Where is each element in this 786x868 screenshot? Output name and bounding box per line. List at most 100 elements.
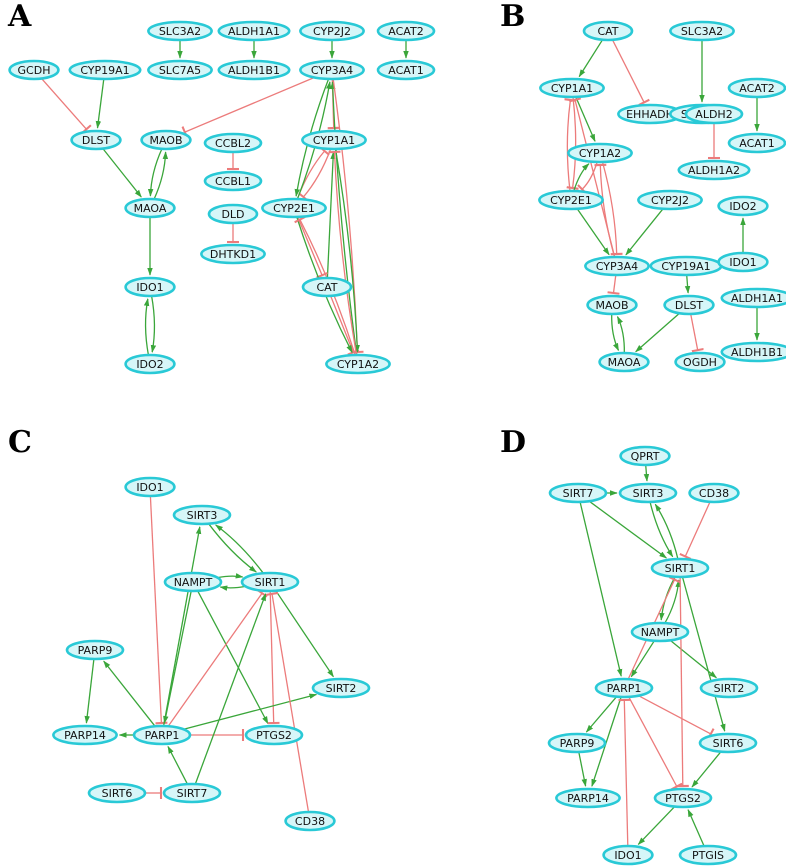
node-label: SIRT1 xyxy=(665,562,696,575)
edge-b-cat-to-cyp1a1 xyxy=(578,39,604,78)
node-ellipse xyxy=(68,59,142,81)
edge-d-ptgs2-to-ido1 xyxy=(637,806,676,845)
node-ellipse xyxy=(674,351,726,373)
edge-c-nampt-to-parp1 xyxy=(163,590,192,724)
node-ellipse xyxy=(698,732,758,754)
edge-b-cyp1a2-to-cyp2e1 xyxy=(577,161,598,195)
edge-d-parp1-to-parp9 xyxy=(585,696,618,733)
edge-d-sirt6-to-ptgs2 xyxy=(691,751,722,788)
edge-a-cyp19a1-to-dlst xyxy=(95,78,105,129)
node-ellipse xyxy=(684,103,744,125)
node-label: CYP2E1 xyxy=(550,194,592,207)
edge-b-maob-to-maoa xyxy=(611,313,620,352)
node-label: CYP1A2 xyxy=(337,358,379,371)
edge-c-parp1-to-sirt1 xyxy=(167,588,268,727)
node-ellipse xyxy=(594,677,654,699)
node-ellipse xyxy=(663,294,715,316)
edge-d-parp1-to-sirt6 xyxy=(638,695,715,740)
node-ellipse xyxy=(582,20,634,42)
edge-c-sirt3-to-sirt1 xyxy=(208,523,257,573)
node-c-sirt1: SIRT1 xyxy=(240,571,300,593)
node-c-ido1: IDO1 xyxy=(124,476,176,498)
node-d-sirt2: SIRT2 xyxy=(699,677,759,699)
panel-label-d: D xyxy=(500,425,526,460)
node-label: GCDH xyxy=(18,64,51,77)
node-ellipse xyxy=(602,844,654,866)
node-ellipse xyxy=(619,445,671,467)
node-ellipse xyxy=(8,59,60,81)
edge-c-sirt7-to-sirt1 xyxy=(194,593,267,785)
edge-b-cyp3a4-to-cyp1a2 xyxy=(594,163,616,258)
edge-d-ido1-to-parp1 xyxy=(618,698,631,847)
node-label: NAMPT xyxy=(174,576,213,589)
node-a-ido1: IDO1 xyxy=(124,276,176,298)
node-label: ALDH1A2 xyxy=(688,164,740,177)
edge-a-cat-to-cyp1a1 xyxy=(326,151,336,279)
edge-b-cyp19a1-to-dlst xyxy=(684,274,691,294)
node-label: MAOB xyxy=(149,134,182,147)
node-ellipse xyxy=(376,20,436,42)
edge-a-cyp3a4-to-maob xyxy=(181,76,315,139)
edge-c-nampt-to-ptgs2 xyxy=(197,590,269,725)
node-a-dlst: DLST xyxy=(70,129,122,151)
node-d-sirt7: SIRT7 xyxy=(548,482,608,504)
node-label: PARP1 xyxy=(607,682,642,695)
node-ellipse xyxy=(284,810,336,832)
node-label: DLD xyxy=(221,208,244,221)
node-ellipse xyxy=(217,59,291,81)
node-label: MAOA xyxy=(608,356,641,369)
node-b-ido1: IDO1 xyxy=(717,251,769,273)
edge-b-cyp2j2-to-cyp3a4 xyxy=(625,208,664,256)
node-b-cyp3a4: CYP3A4 xyxy=(584,255,650,277)
panel-label-c: C xyxy=(8,425,32,460)
node-b-maob: MAOB xyxy=(586,294,638,316)
edge-b-cyp1a2-to-cyp3a4 xyxy=(601,161,623,256)
edge-a-cyp1a1-to-cyp1a2 xyxy=(334,148,360,353)
node-label: PARP1 xyxy=(145,729,180,742)
node-a-gcdh: GCDH xyxy=(8,59,60,81)
node-a-cyp2j2: CYP2J2 xyxy=(299,20,365,42)
node-a-ccbl1: CCBL1 xyxy=(203,170,263,192)
node-b-cyp2j2: CYP2J2 xyxy=(637,189,703,211)
node-label: CYP1A2 xyxy=(579,147,621,160)
node-a-aldh1b1: ALDH1B1 xyxy=(217,59,291,81)
node-label: ALDH1B1 xyxy=(731,346,783,359)
edge-a-cat-to-cyp1a2 xyxy=(329,295,360,356)
node-b-acat1: ACAT1 xyxy=(727,132,786,154)
edge-d-sirt3-to-sirt1 xyxy=(649,501,674,558)
edge-a-cyp1a2-to-cyp3a4 xyxy=(330,81,358,356)
node-label: ACAT2 xyxy=(739,82,774,95)
node-label: DHTKD1 xyxy=(210,248,256,261)
node-label: IDO2 xyxy=(136,358,163,371)
node-ellipse xyxy=(124,276,176,298)
node-a-slc3a2: SLC3A2 xyxy=(147,20,213,42)
node-ellipse xyxy=(567,142,633,164)
node-ellipse xyxy=(637,189,703,211)
node-ellipse xyxy=(240,571,300,593)
node-d-parp14: PARP14 xyxy=(555,787,621,809)
node-label: ALDH2 xyxy=(695,108,732,121)
node-label: OGDH xyxy=(683,356,717,369)
node-a-aldh1a1: ALDH1A1 xyxy=(217,20,291,42)
node-label: CYP3A4 xyxy=(596,260,638,273)
node-ellipse xyxy=(65,639,125,661)
node-ellipse xyxy=(172,504,232,526)
edge-a-maob-to-maoa xyxy=(147,148,163,197)
node-ellipse xyxy=(699,677,759,699)
node-ellipse xyxy=(584,255,650,277)
node-a-dld: DLD xyxy=(207,203,259,225)
node-label: CYP1A1 xyxy=(551,82,593,95)
node-ellipse xyxy=(717,195,769,217)
node-label: SIRT6 xyxy=(713,737,744,750)
node-ellipse xyxy=(301,276,353,298)
node-ellipse xyxy=(124,476,176,498)
node-d-parp9: PARP9 xyxy=(547,732,607,754)
edge-b-cyp2e1-to-cyp1a1 xyxy=(564,98,577,192)
node-b-dlst: DLST xyxy=(663,294,715,316)
edge-a-ido2-to-ido1 xyxy=(143,298,150,356)
node-d-qprt: QPRT xyxy=(619,445,671,467)
node-ellipse xyxy=(548,482,608,504)
node-label: ALDH1A1 xyxy=(228,25,280,38)
edge-d-parp1-to-parp14 xyxy=(591,696,622,787)
